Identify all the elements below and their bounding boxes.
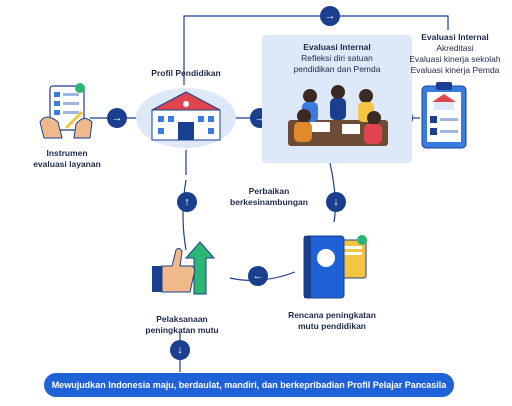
book-plan-icon xyxy=(298,230,372,302)
vision-banner: Mewujudkan Indonesia maju, berdaulat, ma… xyxy=(44,373,454,397)
rencana-line2: mutu pendidikan xyxy=(298,321,366,331)
arrow-right-top-icon: → xyxy=(320,6,340,26)
evaluasi-item-1: Akreditasi xyxy=(436,43,474,53)
instrumen-line1: Instrumen xyxy=(46,148,88,158)
team-meeting-icon xyxy=(280,82,396,152)
profil-title: Profil Pendidikan xyxy=(151,68,221,78)
arrow-down-icon-2: ↓ xyxy=(170,340,190,360)
arrow-right-icon-1: → xyxy=(107,108,127,128)
center-line1: Perbaikan xyxy=(248,186,290,196)
instrumen-line2: evaluasi layanan xyxy=(33,159,101,169)
pelaksanaan-line1: Pelaksanaan xyxy=(156,314,208,324)
evaluasi-internal-line1: Refleksi diri satuan xyxy=(301,53,373,63)
arrow-down-icon-1: ↓ xyxy=(326,192,346,212)
center-line2: berkesinambungan xyxy=(230,197,308,207)
arrow-up-icon: ↑ xyxy=(177,192,197,212)
pelaksanaan-line2: peningkatan mutu xyxy=(145,325,219,335)
evaluasi-internal-title: Evaluasi Internal xyxy=(303,42,371,52)
evaluasi-internal-line2: pendidikan dan Pemda xyxy=(293,64,381,74)
clipboard-checklist-icon xyxy=(418,80,470,150)
school-building-icon xyxy=(136,84,236,148)
arrow-left-icon-2: ← xyxy=(248,266,268,286)
evaluasi-item-2: Evaluasi kinerja sekolah xyxy=(409,54,501,64)
evaluasi-item-3: Evaluasi kinerja Pemda xyxy=(410,65,500,75)
thumbs-up-growth-icon xyxy=(148,236,224,298)
vision-banner-text: Mewujudkan Indonesia maju, berdaulat, ma… xyxy=(51,380,447,390)
rencana-line1: Rencana peningkatan xyxy=(288,310,376,320)
evaluasi-eksternal-title: Evaluasi Internal xyxy=(421,32,489,42)
survey-form-icon xyxy=(36,82,96,144)
